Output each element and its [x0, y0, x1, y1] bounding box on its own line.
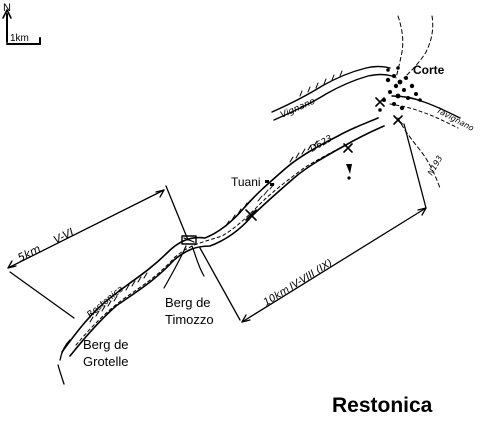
road-n193-label: N193 — [426, 154, 444, 177]
scale-label: 1km — [10, 33, 29, 44]
corte-town — [378, 66, 422, 112]
grotelle-valley — [57, 339, 71, 385]
distance-right-label: 10km — [262, 284, 292, 308]
distance-bracket-right — [199, 123, 427, 323]
road-d623-label: D623 — [309, 134, 335, 155]
months-left-label: V-VI — [51, 226, 76, 247]
bridge-icon — [181, 235, 197, 245]
place-berg-grotelle-line1: Berg de — [83, 337, 129, 352]
north-arrow-icon — [2, 9, 12, 43]
place-corte: Corte — [413, 63, 445, 77]
road-d623 — [61, 117, 385, 357]
road-n193 — [397, 117, 441, 189]
place-berg-timozzo-line2: Timozzo — [165, 312, 214, 327]
tributary — [163, 245, 205, 289]
distance-bracket-left — [7, 185, 189, 319]
map-title: Restonica — [332, 394, 433, 417]
river-vignano — [271, 65, 393, 121]
distance-left-label: 5km — [15, 242, 42, 265]
cross-marker-icon — [245, 97, 403, 221]
road-north-east — [403, 15, 434, 79]
tuani-buildings-icon — [265, 180, 274, 186]
scale-bar — [6, 37, 41, 45]
river-bank-hatching — [89, 140, 318, 323]
river-tavignano-label: Tavignano — [435, 106, 475, 133]
place-berg-timozzo-line1: Berg de — [165, 295, 211, 310]
place-berg-grotelle-line2: Grotelle — [83, 354, 129, 369]
river-tavignano — [389, 95, 461, 129]
months-right-label: IV-VIII (IX) — [288, 257, 335, 292]
place-tuani: Tuani — [231, 175, 261, 189]
north-label: N — [3, 2, 11, 14]
road-north — [395, 15, 404, 79]
hut-marker-icon — [346, 164, 352, 180]
